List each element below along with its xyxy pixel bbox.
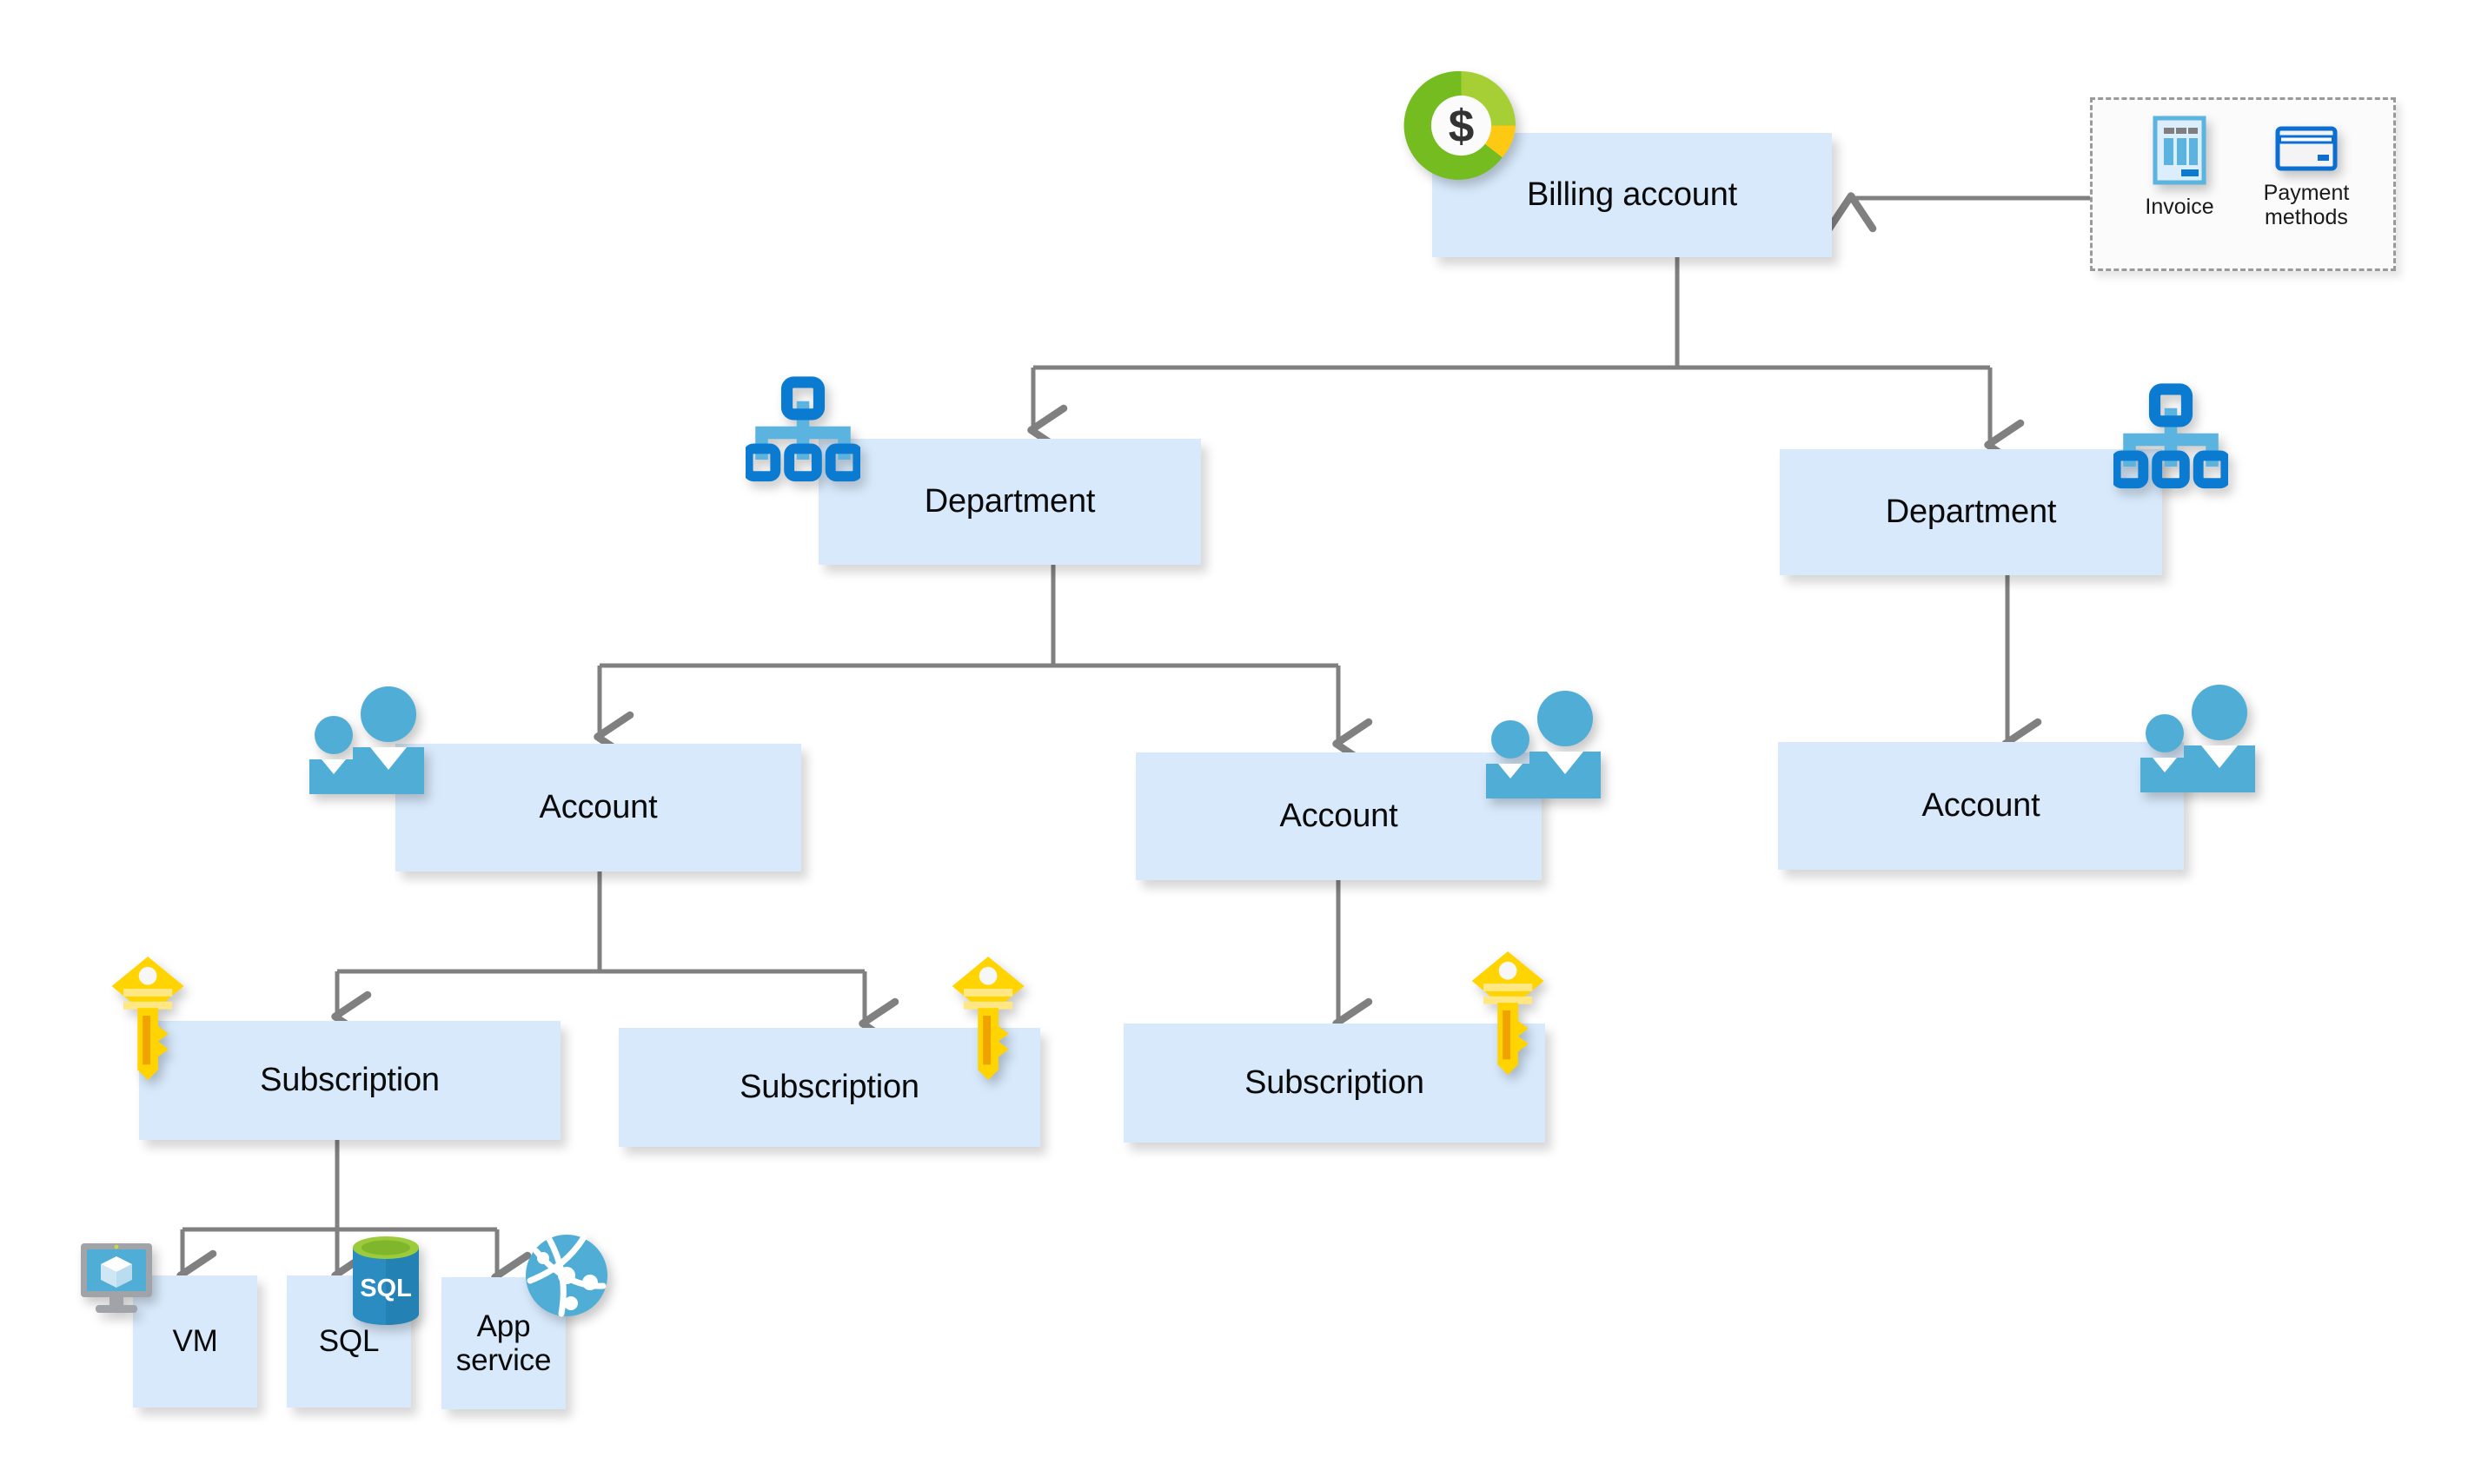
node-label: Account: [1921, 787, 2040, 825]
node-label: VM: [172, 1324, 218, 1359]
app-service-globe-icon: [523, 1232, 610, 1319]
billing-artifacts-legend: Invoice Payment methods: [2090, 97, 2396, 271]
node-label: Billing account: [1526, 176, 1738, 214]
node-label: Subscription: [1244, 1064, 1424, 1102]
node-resource-vm[interactable]: VM: [133, 1275, 257, 1408]
node-label: SQL: [318, 1324, 380, 1359]
people-icon: [302, 686, 441, 795]
legend-label: Payment methods: [2263, 181, 2350, 229]
node-label: App service: [455, 1308, 552, 1377]
node-label: Account: [1279, 798, 1398, 835]
invoice-document-icon: [2153, 116, 2206, 189]
key-icon: [949, 954, 1040, 1083]
virtual-machine-icon: [78, 1241, 162, 1322]
money-donut-icon: $: [1403, 68, 1519, 183]
legend-label: Invoice: [2145, 195, 2214, 219]
legend-item-payment-methods[interactable]: Payment methods: [2255, 116, 2358, 229]
node-account-3[interactable]: Account: [1778, 742, 2184, 870]
node-department-left[interactable]: Department: [819, 439, 1201, 565]
org-chart-icon: [2110, 382, 2232, 497]
key-icon: [1469, 949, 1560, 1077]
node-label: Subscription: [260, 1062, 440, 1099]
legend-item-invoice[interactable]: Invoice: [2128, 116, 2231, 219]
node-subscription-3[interactable]: Subscription: [1124, 1024, 1545, 1143]
node-department-right[interactable]: Department: [1780, 449, 2162, 575]
node-account-1[interactable]: Account: [395, 744, 801, 871]
credit-card-icon: [2275, 126, 2338, 176]
svg-text:$: $: [1449, 101, 1475, 152]
people-icon: [2133, 685, 2272, 793]
org-chart-icon: [742, 375, 864, 490]
node-label: Account: [539, 789, 658, 826]
svg-text:SQL: SQL: [360, 1275, 412, 1302]
node-account-2[interactable]: Account: [1136, 752, 1542, 880]
people-icon: [1479, 691, 1618, 799]
sql-database-icon: SQL: [348, 1234, 424, 1328]
node-subscription-2[interactable]: Subscription: [619, 1028, 1040, 1147]
node-subscription-1[interactable]: Subscription: [139, 1021, 561, 1140]
node-label: Department: [1885, 494, 2057, 531]
key-icon: [109, 954, 200, 1083]
node-label: Subscription: [740, 1069, 919, 1106]
node-label: Department: [924, 483, 1096, 520]
